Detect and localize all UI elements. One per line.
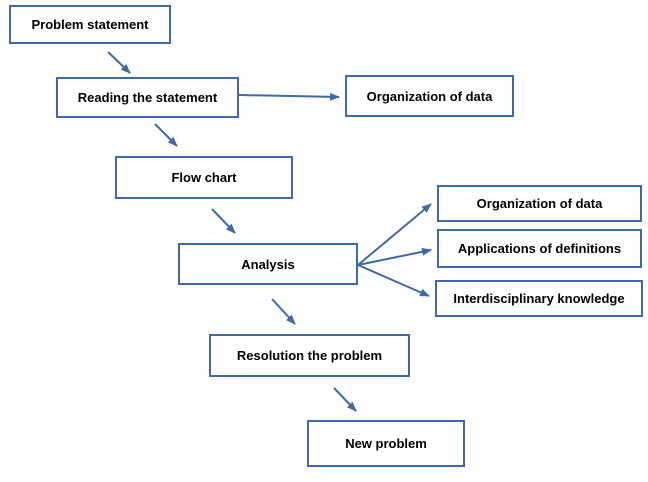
edge-resolution-to-new-problem [333, 387, 357, 412]
edge-analysis-to-applications [357, 247, 432, 266]
flow-chart-label: Flow chart [171, 170, 237, 185]
flow-chart-box: Flow chart [115, 156, 293, 199]
resolution-box: Resolution the problem [209, 334, 410, 377]
edge-reading-to-flowchart [154, 123, 178, 147]
problem-statement-box: Problem statement [9, 5, 171, 44]
reading-statement-label: Reading the statement [77, 90, 218, 105]
edge-reading-to-organization [238, 92, 340, 101]
organization-of-data-box: Organization of data [437, 185, 642, 222]
edge-analysis-to-interdisciplinary [357, 264, 430, 297]
new-problem-box: New problem [307, 420, 465, 467]
edge-analysis-to-organization [357, 203, 432, 266]
reading-statement-box: Reading the statement [56, 77, 239, 118]
organization-of-data-top-box: Organization of data [345, 75, 514, 117]
interdisciplinary-knowledge-box: Interdisciplinary knowledge [435, 280, 643, 317]
organization-of-data-label: Organization of data [476, 196, 603, 211]
interdisciplinary-knowledge-label: Interdisciplinary knowledge [453, 291, 625, 306]
edge-analysis-to-resolution [271, 298, 296, 325]
applications-of-definitions-label: Applications of definitions [457, 241, 622, 256]
edge-flowchart-to-analysis [211, 208, 236, 234]
edge-problem-to-reading [107, 51, 131, 74]
resolution-label: Resolution the problem [236, 348, 383, 363]
analysis-box: Analysis [178, 243, 358, 285]
applications-of-definitions-box: Applications of definitions [437, 229, 642, 268]
problem-statement-label: Problem statement [31, 17, 149, 32]
analysis-label: Analysis [241, 256, 295, 272]
organization-of-data-top-label: Organization of data [366, 88, 493, 104]
new-problem-label: New problem [345, 436, 427, 451]
